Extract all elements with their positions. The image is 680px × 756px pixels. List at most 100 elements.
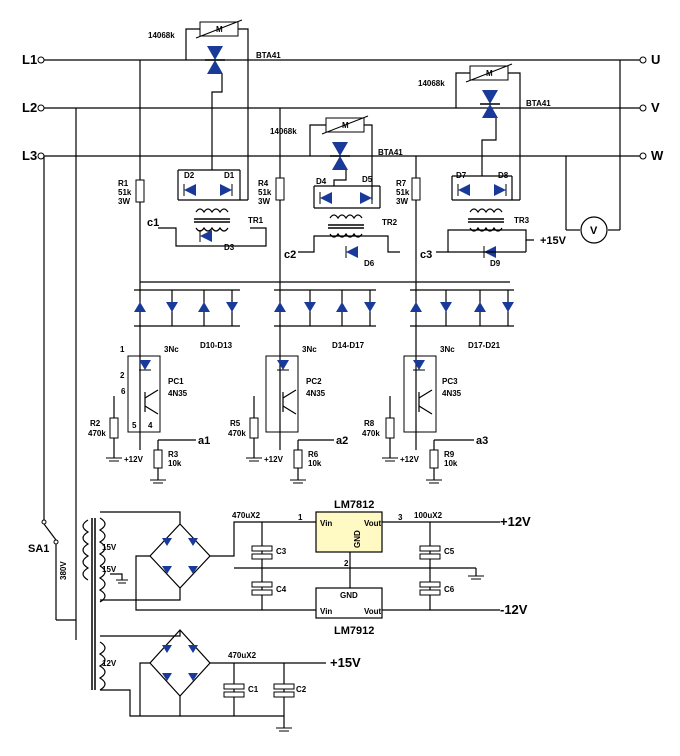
reg-pin3: 3 (398, 513, 403, 522)
node-c3: c3 (420, 249, 432, 261)
opto-pc3-part: 4N35 (442, 389, 462, 398)
reg-lm7812: LM7812 (334, 499, 374, 511)
cap-c3: C3 (276, 547, 287, 556)
res-r4-name: R4 (258, 179, 269, 188)
res-r7-val: 51k (396, 188, 410, 197)
bridge-b-label: D14-D17 (332, 341, 365, 350)
r2-name: R2 (90, 419, 101, 428)
bridge-a-label: D10-D13 (200, 341, 233, 350)
power-supply (41, 108, 500, 732)
phase-a-triac-section: M (135, 19, 267, 290)
label-l1: L1 (22, 52, 37, 67)
reg-neg-vin: Vin (320, 607, 332, 616)
diode-d7: D7 (456, 171, 467, 180)
opto-pc3: PC3 (442, 377, 458, 386)
res-r4-val: 51k (258, 188, 272, 197)
diode-d3: D3 (224, 243, 235, 252)
cap-c5: C5 (444, 547, 455, 556)
diode-d8: D8 (498, 171, 509, 180)
sec-15v-1: 15V (102, 543, 117, 552)
rail-minus12: -12V (500, 602, 528, 617)
r5-val: 470k (228, 429, 246, 438)
opto-pc2-part: 4N35 (306, 389, 326, 398)
label-u: U (651, 52, 660, 67)
r6-val: 10k (308, 459, 322, 468)
cap-rating-out: 100uX2 (414, 511, 443, 520)
r5-name: R5 (230, 419, 241, 428)
diode-d6: D6 (364, 259, 375, 268)
label-l2: L2 (22, 100, 37, 115)
trigger-tr1: TR1 (248, 216, 264, 225)
bridge-a (106, 289, 240, 484)
supply-b: +12V (264, 455, 284, 464)
pin-1-a: 1 (120, 345, 125, 354)
rail-plus12: +12V (500, 514, 531, 529)
reg-pin2: 2 (344, 559, 349, 568)
r3-val: 10k (168, 459, 182, 468)
diode-d5: D5 (362, 175, 373, 184)
sec-12v: 12V (102, 659, 117, 668)
r9-name: R9 (444, 450, 455, 459)
r8-val: 470k (362, 429, 380, 438)
res-r4-watt: 3W (258, 197, 270, 206)
out-a3: a3 (476, 435, 488, 447)
trigger-tr3: TR3 (514, 216, 530, 225)
r3-name: R3 (168, 450, 179, 459)
varistor-a: 14068k (148, 31, 175, 40)
diode-d2: D2 (184, 171, 195, 180)
r9-val: 10k (444, 459, 458, 468)
cap-c6: C6 (444, 585, 455, 594)
plus15-label: +15V (540, 235, 567, 247)
pin-2-a: 2 (120, 371, 125, 380)
opto-note-b: 3Nc (302, 345, 317, 354)
varistor-c: 14068k (418, 79, 445, 88)
primary-380v: 380V (59, 561, 68, 580)
pin-5-a: 5 (132, 421, 137, 430)
sec-15v-2: 15V (102, 565, 117, 574)
opto-pc2: PC2 (306, 377, 322, 386)
triac-a: BTA41 (256, 51, 281, 60)
bridge-b (246, 289, 376, 484)
r8-name: R8 (364, 419, 375, 428)
opto-pc1: PC1 (168, 377, 184, 386)
svg-text:M: M (216, 25, 223, 34)
opto-note-c: 3Nc (440, 345, 455, 354)
res-r1-name: R1 (118, 179, 129, 188)
trigger-tr2: TR2 (382, 218, 398, 227)
out-a1: a1 (198, 435, 210, 447)
res-r7-watt: 3W (396, 197, 408, 206)
res-r1-val: 51k (118, 188, 132, 197)
supply-c: +12V (400, 455, 420, 464)
diode-d9: D9 (490, 259, 501, 268)
reg-lm7912: LM7912 (334, 625, 374, 637)
bridge-c-label: D17-D21 (468, 341, 501, 350)
bridge-c (382, 289, 514, 484)
phase-b-triac-section: M (275, 108, 400, 290)
cap-c2: C2 (296, 685, 307, 694)
varistor-b: 14068k (270, 127, 297, 136)
reg-neg-gnd: GND (340, 591, 358, 600)
label-w: W (651, 148, 664, 163)
reg-pos-gnd: GND (353, 530, 362, 548)
rail-plus15: +15V (330, 655, 361, 670)
label-l3: L3 (22, 148, 37, 163)
diode-d1: D1 (224, 171, 235, 180)
switch-sa1: SA1 (28, 543, 49, 555)
cap-rating-low: 470uX2 (228, 651, 257, 660)
node-c2: c2 (284, 249, 296, 261)
reg-neg-vout: Vout (364, 607, 382, 616)
diode-d4: D4 (316, 177, 327, 186)
res-r7-name: R7 (396, 179, 407, 188)
label-v: V (651, 100, 660, 115)
cap-rating-in: 470uX2 (232, 511, 261, 520)
triac-icon (207, 46, 223, 60)
pin-6-a: 6 (121, 387, 126, 396)
triac-b: BTA41 (378, 148, 403, 157)
r6-name: R6 (308, 450, 319, 459)
triac-c: BTA41 (526, 99, 551, 108)
reg-pos-vout: Vout (364, 519, 382, 528)
cap-c1: C1 (248, 685, 259, 694)
supply-a: +12V (124, 455, 144, 464)
out-a2: a2 (336, 435, 348, 447)
